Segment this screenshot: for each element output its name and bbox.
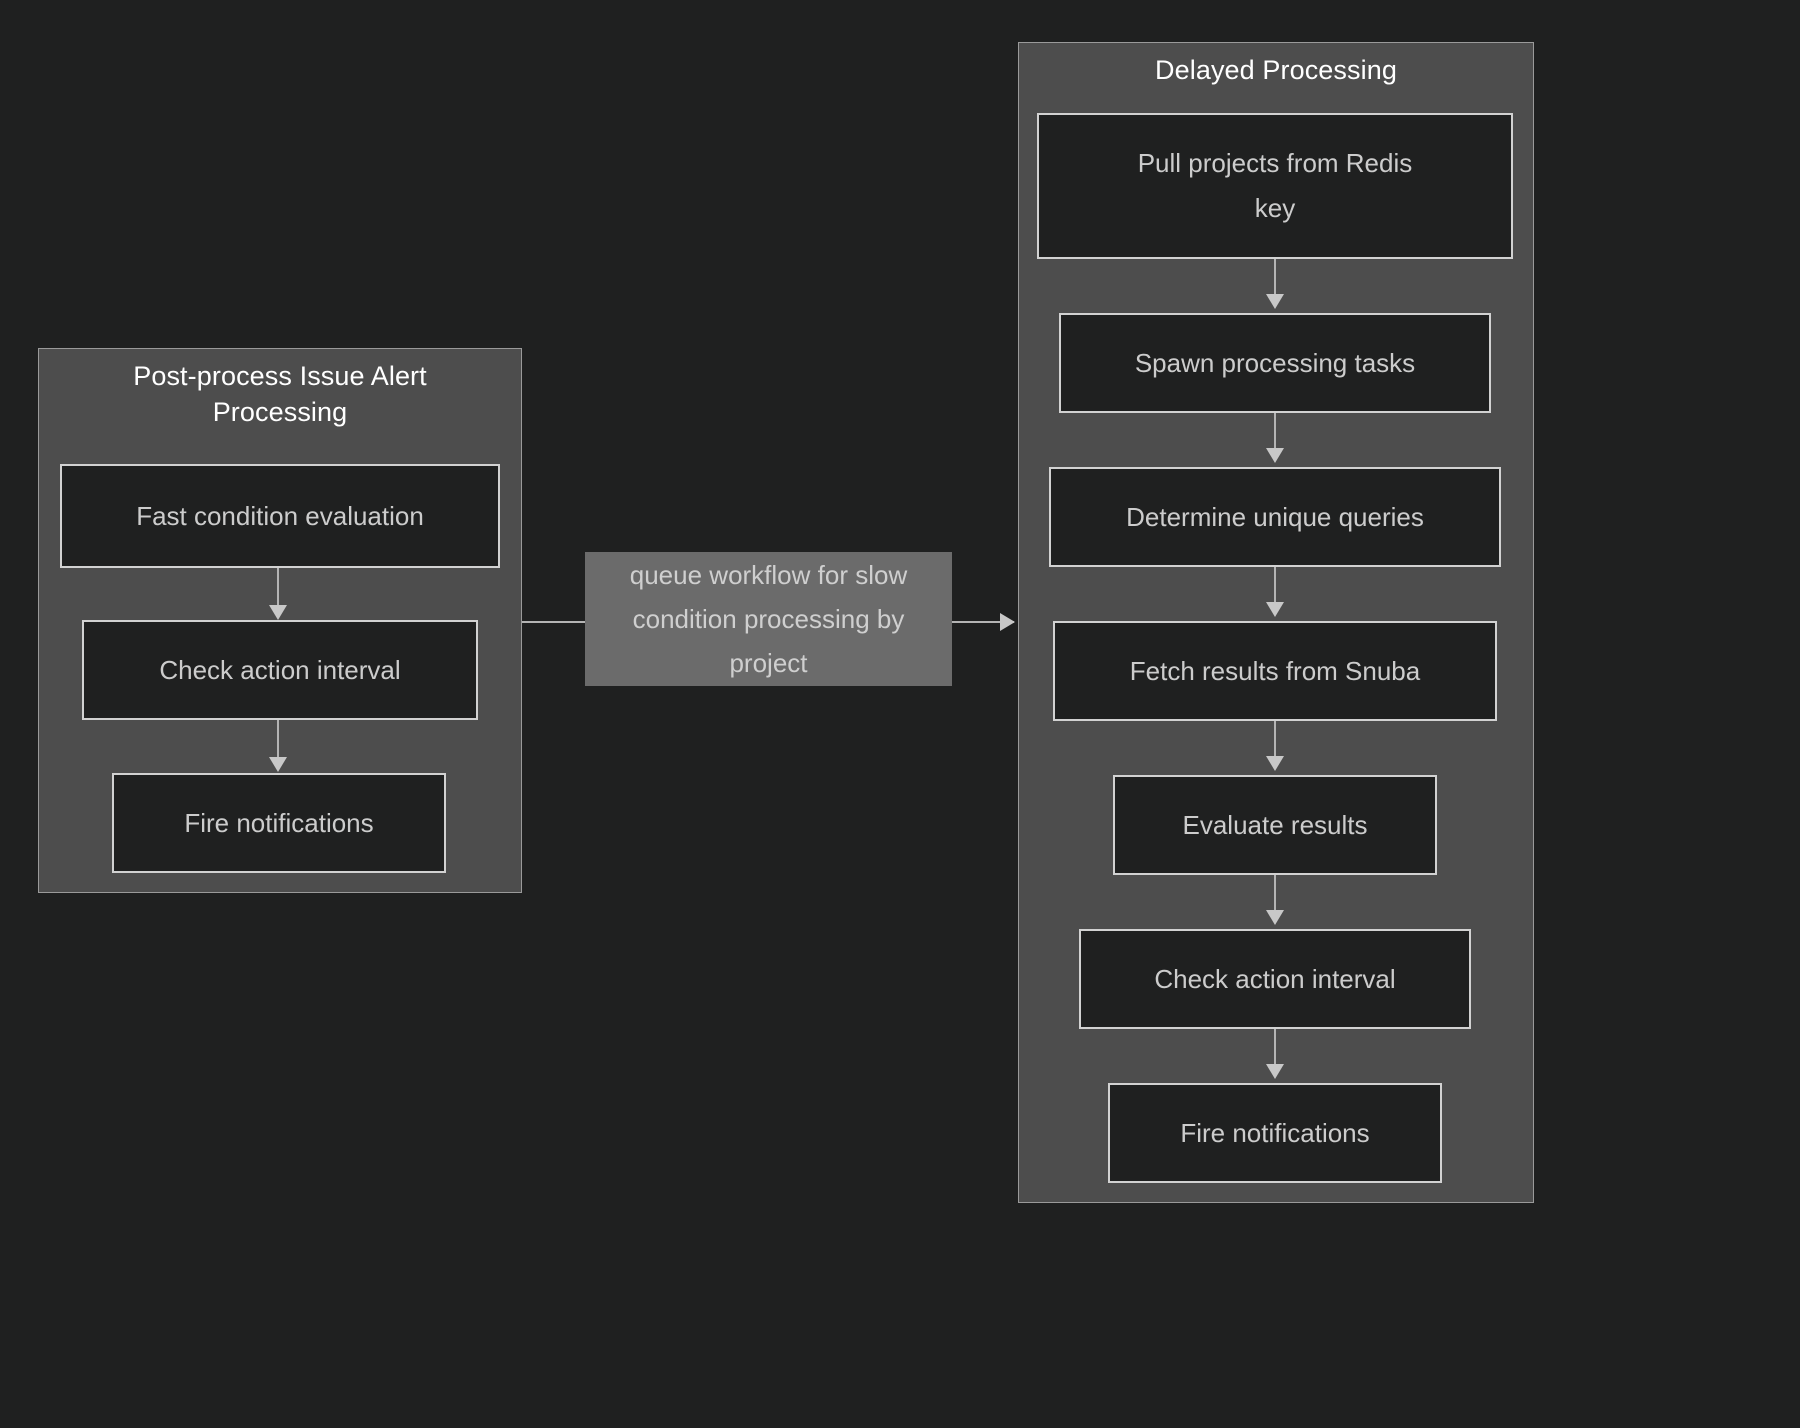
node-label: Fire notifications [1180, 1117, 1370, 1148]
edge-clusters-line-right [952, 621, 1014, 623]
node-label: Determine unique queries [1126, 501, 1424, 532]
edge-fast-condition-to-check-interval-arrow [269, 605, 287, 620]
node-fire-notifications[interactable]: Fire notifications [112, 773, 446, 873]
edge-clusters-line-left [522, 621, 586, 623]
node-pull-projects-from-redis-key[interactable]: Pull projects from Redis key [1037, 113, 1513, 259]
edge-check-interval-to-fire-notifications-arrow [269, 757, 287, 772]
edge-check-interval-to-fire-notifications-delayed-arrow [1266, 1064, 1284, 1079]
edge-label-queue-workflow: queue workflow for slow condition proces… [585, 552, 952, 686]
edge-check-interval-to-fire-notifications-line [277, 720, 279, 760]
edge-spawn-tasks-to-determine-queries-arrow [1266, 448, 1284, 463]
node-check-action-interval-delayed[interactable]: Check action interval [1079, 929, 1471, 1029]
edge-spawn-tasks-to-determine-queries-line [1274, 413, 1276, 451]
edge-clusters-arrow [1000, 613, 1015, 631]
node-spawn-processing-tasks[interactable]: Spawn processing tasks [1059, 313, 1491, 413]
node-evaluate-results[interactable]: Evaluate results [1113, 775, 1437, 875]
cluster-title-line-1: Post-process Issue Alert [133, 361, 427, 391]
edge-evaluate-results-to-check-interval-line [1274, 875, 1276, 913]
cluster-title-line-2: Processing [212, 397, 348, 427]
edge-check-interval-to-fire-notifications-delayed-line [1274, 1029, 1276, 1067]
cluster-title-post-process: Post-process Issue Alert Processing [38, 358, 522, 430]
edge-fetch-results-to-evaluate-results-arrow [1266, 756, 1284, 771]
edge-label-line-2: condition processing by [632, 604, 905, 634]
edge-determine-queries-to-fetch-results-arrow [1266, 602, 1284, 617]
node-fetch-results-from-snuba[interactable]: Fetch results from Snuba [1053, 621, 1497, 721]
node-label: Spawn processing tasks [1134, 347, 1416, 378]
node-label: Check action interval [159, 654, 401, 685]
edge-label-line-1: queue workflow for slow [629, 560, 908, 590]
node-label: Pull projects from Redis key [1138, 141, 1413, 231]
cluster-title-delayed-processing: Delayed Processing [1018, 52, 1534, 88]
node-label: Check action interval [1154, 963, 1396, 994]
node-label: Evaluate results [1182, 809, 1368, 840]
edge-label-line-3: project [729, 648, 808, 678]
edge-pull-projects-to-spawn-tasks-line [1274, 259, 1276, 297]
node-fast-condition-evaluation[interactable]: Fast condition evaluation [60, 464, 500, 568]
cluster-title-line-1: Delayed Processing [1155, 55, 1397, 85]
edge-pull-projects-to-spawn-tasks-arrow [1266, 294, 1284, 309]
edge-fetch-results-to-evaluate-results-line [1274, 721, 1276, 759]
node-label-line-1: Pull projects from Redis [1137, 148, 1413, 178]
node-label: Fetch results from Snuba [1129, 655, 1421, 686]
node-fire-notifications-delayed[interactable]: Fire notifications [1108, 1083, 1442, 1183]
node-determine-unique-queries[interactable]: Determine unique queries [1049, 467, 1501, 567]
node-label: Fire notifications [184, 807, 374, 838]
node-check-action-interval[interactable]: Check action interval [82, 620, 478, 720]
edge-fast-condition-to-check-interval-line [277, 568, 279, 608]
node-label: Fast condition evaluation [136, 500, 424, 531]
edge-evaluate-results-to-check-interval-arrow [1266, 910, 1284, 925]
node-label-line-2: key [1254, 193, 1296, 223]
edge-determine-queries-to-fetch-results-line [1274, 567, 1276, 605]
